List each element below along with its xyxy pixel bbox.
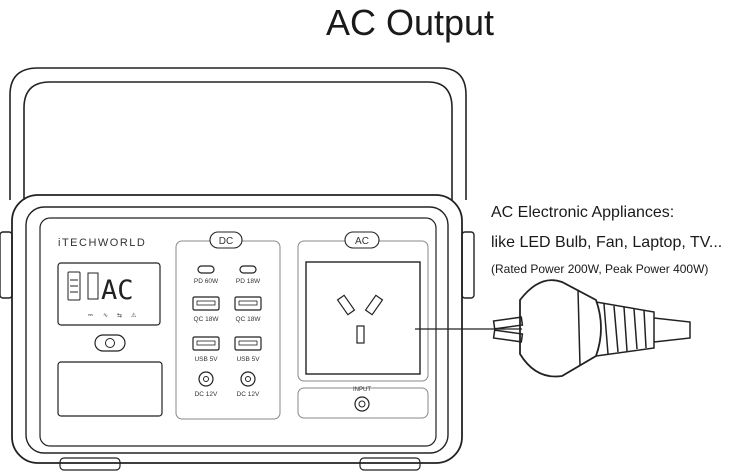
dc-section: DC bbox=[175, 231, 281, 420]
dc-port-grid: PD 60W PD 18W QC 18W QC 18W USB 5V USB 5V DC 1… bbox=[192, 265, 262, 398]
port-label-dc12b: DC 12V bbox=[237, 391, 260, 398]
caption-line-2: like LED Bulb, Fan, Laptop, TV... bbox=[491, 234, 723, 251]
port-label-usb5b: USB 5V bbox=[236, 356, 260, 363]
light-button-icon bbox=[105, 338, 115, 348]
input-label: INPUT bbox=[353, 387, 371, 393]
ac-indicator-icon: ∿ bbox=[103, 313, 108, 319]
port-pd60[interactable]: PD 60W bbox=[194, 265, 219, 285]
port-usb5b[interactable]: USB 5V bbox=[234, 336, 262, 363]
ac-badge: AC bbox=[355, 236, 369, 247]
warning-icon: ⚠ bbox=[131, 312, 137, 319]
port-label-qc18b: QC 18W bbox=[236, 316, 262, 323]
port-label-usb5a: USB 5V bbox=[194, 356, 218, 363]
port-label-qc18a: QC 18W bbox=[194, 316, 220, 323]
dc-badge: DC bbox=[219, 236, 233, 247]
port-label-pd60: PD 60W bbox=[194, 278, 219, 285]
battery-level-icon bbox=[67, 271, 81, 301]
plug-icon bbox=[492, 279, 691, 378]
port-label-dc12a: DC 12V bbox=[195, 391, 218, 398]
led-light-panel bbox=[57, 361, 163, 417]
carry-handle bbox=[9, 67, 467, 200]
light-button[interactable] bbox=[94, 334, 126, 352]
dc-indicator-icon: ⎓ bbox=[88, 313, 93, 319]
brand-logo: iTECHWORLD bbox=[58, 237, 146, 249]
port-pd18[interactable]: PD 18W bbox=[236, 265, 261, 285]
input-port[interactable] bbox=[354, 396, 370, 412]
port-usb5a[interactable]: USB 5V bbox=[192, 336, 220, 363]
ac-section: AC INPUT bbox=[297, 231, 429, 419]
caption-line-1: AC Electronic Appliances: bbox=[491, 204, 675, 221]
lcd-display: AC ⎓ ∿ ⇆ ⚠ bbox=[57, 262, 161, 326]
port-dc12b[interactable]: DC 12V bbox=[237, 371, 260, 398]
usb-indicator-icon: ⇆ bbox=[117, 312, 122, 319]
port-qc18b[interactable]: QC 18W bbox=[234, 296, 262, 323]
caption-line-3: (Rated Power 200W, Peak Power 400W) bbox=[491, 262, 709, 276]
port-label-pd18: PD 18W bbox=[236, 278, 261, 285]
ac-outlet[interactable] bbox=[305, 261, 421, 375]
display-mode-text: AC bbox=[101, 275, 134, 306]
port-qc18a[interactable]: QC 18W bbox=[192, 296, 220, 323]
page-title: AC Output bbox=[325, 2, 495, 43]
port-dc12a[interactable]: DC 12V bbox=[195, 371, 218, 398]
